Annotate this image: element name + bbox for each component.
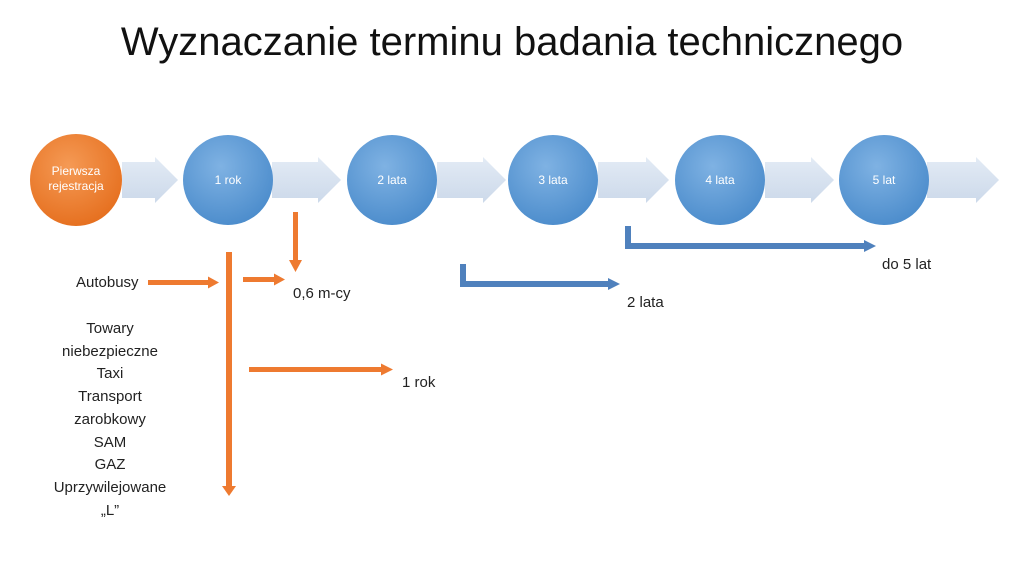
timeline-node-4-years: 4 lata xyxy=(675,135,765,225)
right-arrow-icon xyxy=(864,240,876,252)
chevron-arrows xyxy=(122,157,999,203)
node-label: 1 rok xyxy=(215,173,243,187)
timeline-node-5-years: 5 lat xyxy=(839,135,929,225)
chevron-arrow-icon xyxy=(272,157,341,203)
node-label: 4 lata xyxy=(705,173,735,187)
autobusy-arrow-shaft xyxy=(148,280,210,285)
autobusy-label: Autobusy xyxy=(76,274,139,291)
category-item: Uprzywilejowane xyxy=(53,478,167,496)
five-years-label: do 5 lat xyxy=(882,256,932,273)
category-item: „L” xyxy=(100,501,120,519)
down-arrow-icon xyxy=(222,486,236,496)
right-arrow-icon xyxy=(381,363,393,376)
chevron-arrow-icon xyxy=(437,157,506,203)
bent-arrow-5-years xyxy=(625,226,866,249)
down-arrow-icon xyxy=(289,260,302,272)
chevron-arrow-icon xyxy=(765,157,834,203)
node-label: 3 lata xyxy=(538,173,568,187)
node-label: Pierwsza xyxy=(52,164,101,178)
node-label: 2 lata xyxy=(377,173,407,187)
right-arrow-icon xyxy=(608,278,620,290)
timeline-node-2-years: 2 lata xyxy=(347,135,437,225)
category-item: zarobkowy xyxy=(74,410,146,428)
right-arrow-icon xyxy=(274,273,285,286)
category-item: Towary xyxy=(86,320,134,337)
node-label: 5 lat xyxy=(873,173,896,187)
timeline-node-first-registration: Pierwsza rejestracja xyxy=(30,134,122,226)
blue-arrows xyxy=(460,226,876,290)
category-item: SAM xyxy=(93,433,127,451)
category-item: niebezpieczne xyxy=(62,342,158,360)
months-arrow-shaft xyxy=(243,277,276,282)
one-year-label: 1 rok xyxy=(402,374,436,391)
timeline-node-3-years: 3 lata xyxy=(508,135,598,225)
node-label: rejestracja xyxy=(48,179,104,193)
category-item: GAZ xyxy=(94,456,126,474)
vertical-bracket-bar xyxy=(226,252,232,488)
timeline-node-1-year: 1 rok xyxy=(183,135,273,225)
chevron-arrow-icon xyxy=(122,157,178,203)
category-item: Transport xyxy=(78,388,142,406)
orange-arrows xyxy=(148,212,393,496)
right-arrow-icon xyxy=(208,276,219,289)
two-years-label: 2 lata xyxy=(627,294,664,311)
timeline-circles: Pierwsza rejestracja 1 rok 2 lata 3 lata… xyxy=(30,134,929,226)
category-item: Taxi xyxy=(96,365,124,383)
months-label: 0,6 m-cy xyxy=(293,285,351,302)
chevron-arrow-icon xyxy=(598,157,669,203)
one-year-arrow-shaft xyxy=(249,367,383,372)
chevron-arrow-icon xyxy=(927,157,999,203)
vehicle-category-list: Towary niebezpieczne Taxi Transport zaro… xyxy=(30,318,190,522)
down-arrow-shaft xyxy=(293,212,298,262)
bent-arrow-2-years xyxy=(460,264,610,287)
slide-title: Wyznaczanie terminu badania technicznego xyxy=(120,20,904,64)
